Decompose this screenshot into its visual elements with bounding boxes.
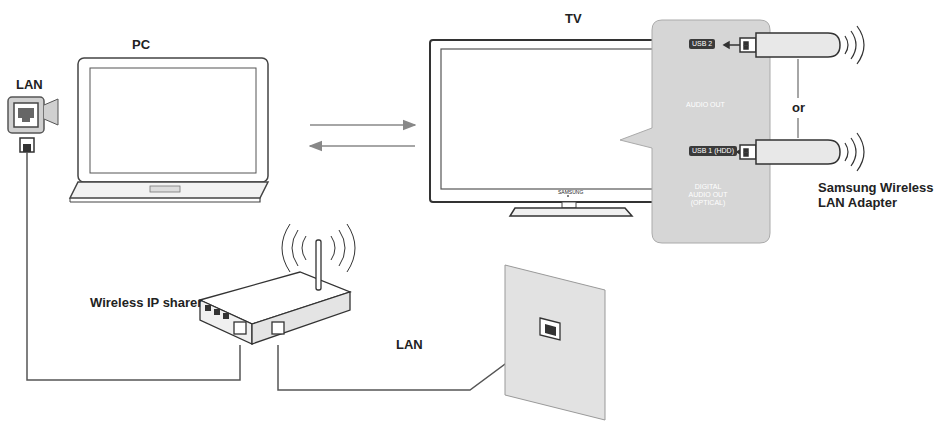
data-arrow: [310, 145, 415, 147]
node-text: USB 1 (HDD): [689, 146, 737, 156]
lan-label: LAN: [396, 338, 423, 353]
node-text: USB 2: [689, 39, 715, 49]
node-text: DIGITAL AUDIO OUT (OPTICAL): [686, 183, 730, 207]
node-text: Wireless IP sharer: [90, 296, 202, 311]
lan-port-icon: [8, 97, 58, 152]
router-box: Wireless IP sharer: [85, 232, 350, 350]
laptop: [70, 58, 268, 202]
node-text: PC: [132, 38, 150, 53]
node-text: AUDIO OUT: [686, 101, 725, 109]
port-panel-box: USB 2 AUDIO OUT USB 1 (HDD) DIGITAL AUDIO O…: [652, 20, 770, 243]
usb-adapter: [724, 26, 864, 171]
node-text: TV: [565, 12, 582, 27]
brand-label: SAMSUNG: [558, 190, 583, 196]
adapter-label: Samsung Wireless LAN Adapter: [818, 181, 938, 211]
lan-label: LAN: [16, 78, 43, 93]
router: [200, 224, 355, 344]
data-arrow: [310, 124, 415, 126]
tv-box: TV: [415, 10, 709, 218]
wall-socket: [505, 265, 605, 420]
port-panel: [620, 20, 770, 243]
laptop-box: PC: [70, 36, 310, 202]
or-label: or: [792, 101, 805, 116]
